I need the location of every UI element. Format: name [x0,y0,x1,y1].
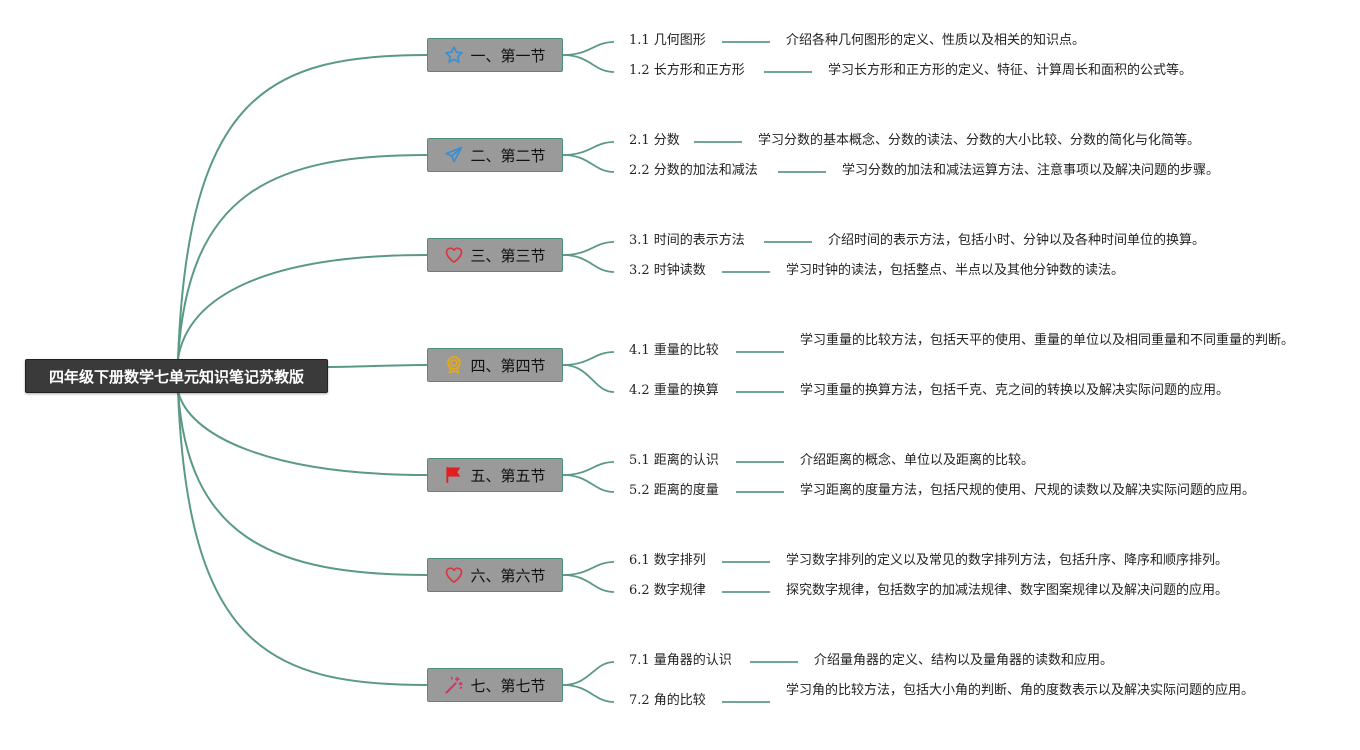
subtopic-description: 介绍量角器的定义、结构以及量角器的读数和应用。 [814,653,1114,668]
subtopic-description: 学习分数的基本概念、分数的读法、分数的大小比较、分数的简化与化简等。 [758,133,1201,148]
sub-connector [562,54,615,73]
section-connector [177,54,428,360]
sub-connector [562,141,615,156]
section-label: 七、第七节 [470,676,546,695]
heart-icon [444,565,464,585]
section-label: 四、第四节 [470,356,546,375]
subtopic-title[interactable]: 6.1 数字排列 [629,553,706,568]
flag-icon [444,465,464,485]
sub-connector [562,364,615,393]
sub-connector [562,561,615,576]
medal-icon [444,355,464,375]
subtopic-title[interactable]: 7.1 量角器的认识 [629,653,732,668]
subtopic-title[interactable]: 7.2 角的比较 [629,693,706,708]
subtopic-description: 介绍时间的表示方法，包括小时、分钟以及各种时间单位的换算。 [828,233,1206,248]
subtopic-description: 学习时钟的读法，包括整点、半点以及其他分钟数的读法。 [786,263,1125,278]
section-label: 二、第二节 [470,146,546,165]
sub-connector [562,474,615,493]
section-label: 一、第一节 [470,46,546,65]
section-node[interactable]: 七、第七节 [427,668,563,702]
section-node[interactable]: 五、第五节 [427,458,563,492]
subtopic-description: 学习长方形和正方形的定义、特征、计算周长和面积的公式等。 [828,63,1193,78]
subtopic-title[interactable]: 6.2 数字规律 [629,583,706,598]
subtopic-title[interactable]: 4.2 重量的换算 [629,383,719,398]
sub-connector [562,154,615,173]
section-connector [177,390,428,576]
section-node[interactable]: 四、第四节 [427,348,563,382]
subtopic-title[interactable]: 2.2 分数的加法和减法 [629,163,758,178]
section-connector [177,254,428,360]
sub-connector [562,254,615,273]
subtopic-title[interactable]: 5.2 距离的度量 [629,483,719,498]
section-label: 五、第五节 [470,466,546,485]
star-icon [444,45,464,65]
root-topic-label: 四年级下册数学七单元知识笔记苏教版 [48,368,304,386]
subtopic-description: 学习重量的比较方法，包括天平的使用、重量的单位以及相同重量和不同重量的判断。 [800,333,1295,348]
subtopic-description: 探究数字规律，包括数字的加减法规律、数字图案规律以及解决问题的应用。 [786,583,1229,598]
magic-wand-icon [444,675,464,695]
section-node[interactable]: 六、第六节 [427,558,563,592]
subtopic-title[interactable]: 3.2 时钟读数 [629,263,706,278]
subtopic-description: 介绍距离的概念、单位以及距离的比较。 [800,453,1035,468]
section-label: 三、第三节 [470,246,546,265]
subtopic-description: 学习重量的换算方法，包括千克、克之间的转换以及解决实际问题的应用。 [800,383,1230,398]
section-label: 六、第六节 [470,566,546,585]
sub-connector [562,661,615,686]
subtopic-description: 介绍各种几何图形的定义、性质以及相关的知识点。 [786,33,1086,48]
section-connector [325,364,428,368]
subtopic-title[interactable]: 4.1 重量的比较 [629,343,719,358]
subtopic-title[interactable]: 2.1 分数 [629,133,680,148]
subtopic-title[interactable]: 1.1 几何图形 [629,33,706,48]
subtopic-title[interactable]: 1.2 长方形和正方形 [629,63,745,78]
section-connector [177,390,428,476]
section-node[interactable]: 二、第二节 [427,138,563,172]
section-connector [177,154,428,360]
subtopic-description: 学习角的比较方法，包括大小角的判断、角的度数表示以及解决实际问题的应用。 [786,683,1255,698]
sub-connector [562,351,615,366]
root-topic[interactable]: 四年级下册数学七单元知识笔记苏教版 [25,359,328,393]
heart-icon [444,245,464,265]
sub-connector [562,684,615,703]
subtopic-description: 学习数字排列的定义以及常见的数字排列方法，包括升序、降序和顺序排列。 [786,553,1229,568]
sub-connector [562,241,615,256]
subtopic-description: 学习分数的加法和减法运算方法、注意事项以及解决问题的步骤。 [842,163,1220,178]
subtopic-description: 学习距离的度量方法，包括尺规的使用、尺规的读数以及解决实际问题的应用。 [800,483,1256,498]
sub-connector [562,574,615,593]
subtopic-title[interactable]: 5.1 距离的认识 [629,453,719,468]
section-node[interactable]: 一、第一节 [427,38,563,72]
section-connector [177,390,428,686]
sub-connector [562,41,615,56]
sub-connector [562,461,615,476]
section-node[interactable]: 三、第三节 [427,238,563,272]
paper-plane-icon [444,145,464,165]
subtopic-title[interactable]: 3.1 时间的表示方法 [629,233,745,248]
